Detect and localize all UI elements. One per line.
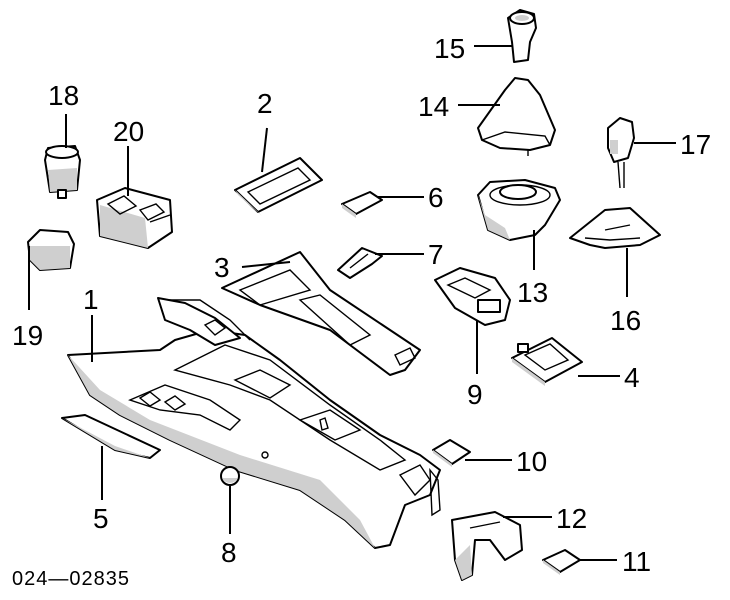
part-5-side-trim (61, 414, 161, 459)
callout-5: 5 (93, 503, 109, 534)
part-9-gate-cover (434, 267, 511, 326)
part-13-cup-holder (477, 179, 561, 241)
part-7-bracket (337, 247, 383, 279)
part-4-tray (511, 337, 583, 386)
leader-3 (241, 261, 291, 268)
callout-1: 1 (83, 284, 99, 315)
callout-6: 6 (428, 182, 444, 213)
part-3-console-panel (221, 251, 421, 376)
part-2-trim-frame (234, 157, 323, 216)
callout-14: 14 (418, 91, 449, 122)
callout-7: 7 (428, 239, 444, 270)
part-12-curved-cover (451, 511, 523, 581)
callout-9: 9 (467, 379, 483, 410)
callout-8: 8 (221, 537, 237, 568)
callout-11: 11 (622, 546, 651, 577)
callout-2: 2 (257, 88, 273, 119)
callout-3: 3 (214, 252, 230, 283)
callout-18: 18 (48, 80, 79, 111)
callout-labels: 1 2 3 4 5 6 7 8 9 10 11 12 13 14 15 16 1… (12, 33, 711, 577)
part-8-plug (220, 466, 240, 486)
drawing-number: 024—02835 (12, 568, 130, 590)
part-10-pad (432, 439, 471, 467)
part-16-shift-boot-auto (569, 207, 661, 249)
part-6-clip (341, 191, 383, 218)
callout-20: 20 (113, 116, 144, 147)
part-18-round-switch (44, 145, 81, 199)
part-1-center-console (67, 297, 441, 549)
callout-10: 10 (516, 446, 547, 477)
part-20-switch-block (96, 187, 173, 249)
callout-12: 12 (556, 503, 587, 534)
part-19-connector (27, 229, 75, 271)
leader-2 (261, 127, 268, 173)
callout-4: 4 (624, 362, 640, 393)
part-11-pad (542, 549, 581, 575)
callout-17: 17 (680, 129, 711, 160)
part-15-shift-knob (507, 9, 537, 63)
part-17-selector-lever (607, 117, 635, 189)
leader-lines (28, 45, 676, 561)
part-14-shift-boot (477, 77, 556, 156)
callout-16: 16 (610, 305, 641, 336)
callout-19: 19 (12, 320, 43, 351)
callout-15: 15 (434, 33, 465, 64)
callout-13: 13 (517, 277, 548, 308)
